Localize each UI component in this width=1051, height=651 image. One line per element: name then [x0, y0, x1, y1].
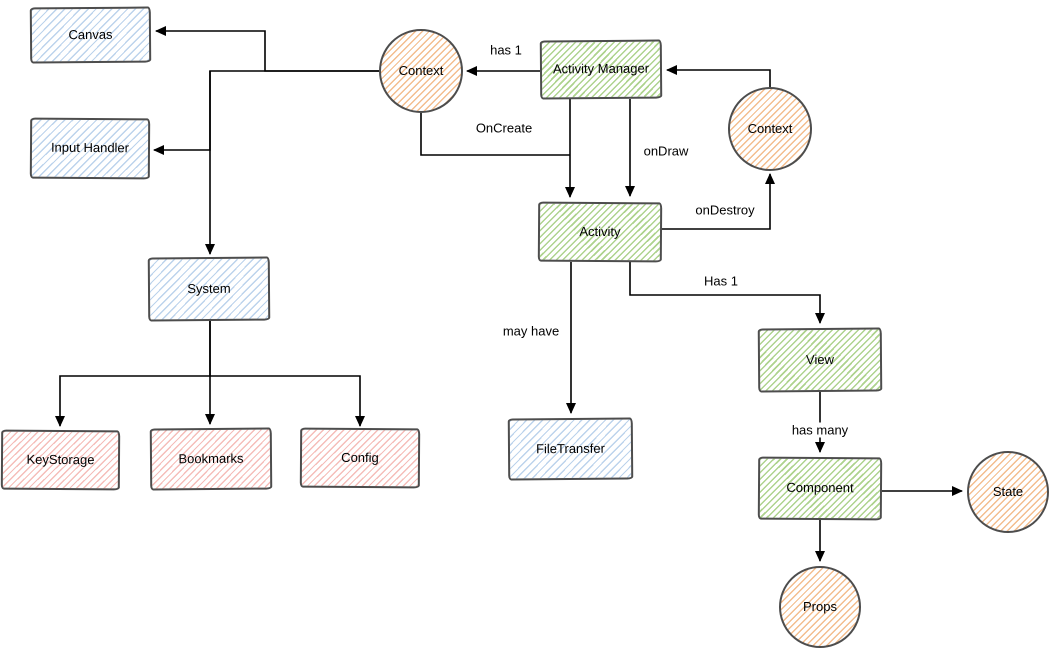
- edge-label-oncreate[interactable]: OnCreate: [472, 120, 536, 136]
- node-config[interactable]: Config: [299, 427, 421, 489]
- edge-label-has-1-view[interactable]: Has 1: [701, 273, 741, 289]
- node-context-right[interactable]: Context: [728, 87, 812, 171]
- node-props[interactable]: Props: [779, 566, 861, 648]
- node-canvas-label: Canvas: [68, 26, 113, 43]
- node-keystorage-label: KeyStorage: [26, 451, 95, 468]
- node-context-left-label: Context: [398, 62, 444, 78]
- edge-label-ondestroy[interactable]: onDestroy: [692, 202, 758, 218]
- node-canvas[interactable]: Canvas: [29, 6, 152, 64]
- node-activity-manager[interactable]: Activity Manager: [539, 39, 663, 100]
- node-system[interactable]: System: [147, 256, 271, 322]
- node-view-label: View: [805, 351, 835, 367]
- node-context-right-label: Context: [747, 120, 793, 136]
- edge-context-to-canvas[interactable]: [155, 26, 379, 72]
- node-state-label: State: [992, 483, 1024, 499]
- node-config-label: Config: [341, 449, 379, 466]
- node-view[interactable]: View: [757, 327, 883, 393]
- node-activity-label: Activity: [579, 223, 621, 240]
- node-activity-manager-label: Activity Manager: [552, 60, 650, 77]
- edge-label-ondraw[interactable]: onDraw: [640, 143, 692, 159]
- edge-activity-to-context-ondestroy[interactable]: [661, 173, 775, 230]
- edge-system-to-keystorage[interactable]: [55, 321, 211, 427]
- edge-label-has-1[interactable]: has 1: [487, 42, 525, 58]
- node-input-handler[interactable]: Input Handler: [29, 117, 151, 180]
- edge-system-to-config[interactable]: [210, 375, 365, 427]
- edge-label-has-many[interactable]: has many: [788, 422, 852, 438]
- node-input-handler-label: Input Handler: [50, 140, 130, 156]
- edge-context-right-to-activitymanager[interactable]: [666, 65, 771, 87]
- edge-context-to-input-handler[interactable]: [153, 70, 379, 155]
- node-filetransfer[interactable]: FileTransfer: [507, 417, 634, 481]
- edge-label-may-have[interactable]: may have: [499, 323, 563, 339]
- node-activity[interactable]: Activity: [537, 201, 663, 263]
- node-filetransfer-label: FileTransfer: [535, 440, 605, 457]
- node-bookmarks[interactable]: Bookmarks: [149, 427, 273, 491]
- node-keystorage[interactable]: KeyStorage: [0, 429, 121, 491]
- node-state[interactable]: State: [967, 451, 1049, 533]
- edge-context-oncreate[interactable]: [420, 113, 570, 156]
- node-component-label: Component: [786, 480, 854, 496]
- edge-activity-to-view[interactable]: [629, 262, 825, 324]
- node-bookmarks-label: Bookmarks: [178, 450, 244, 467]
- node-props-label: Props: [803, 598, 837, 614]
- node-component[interactable]: Component: [757, 456, 883, 521]
- node-context-left[interactable]: Context: [379, 29, 463, 113]
- node-system-label: System: [187, 280, 231, 297]
